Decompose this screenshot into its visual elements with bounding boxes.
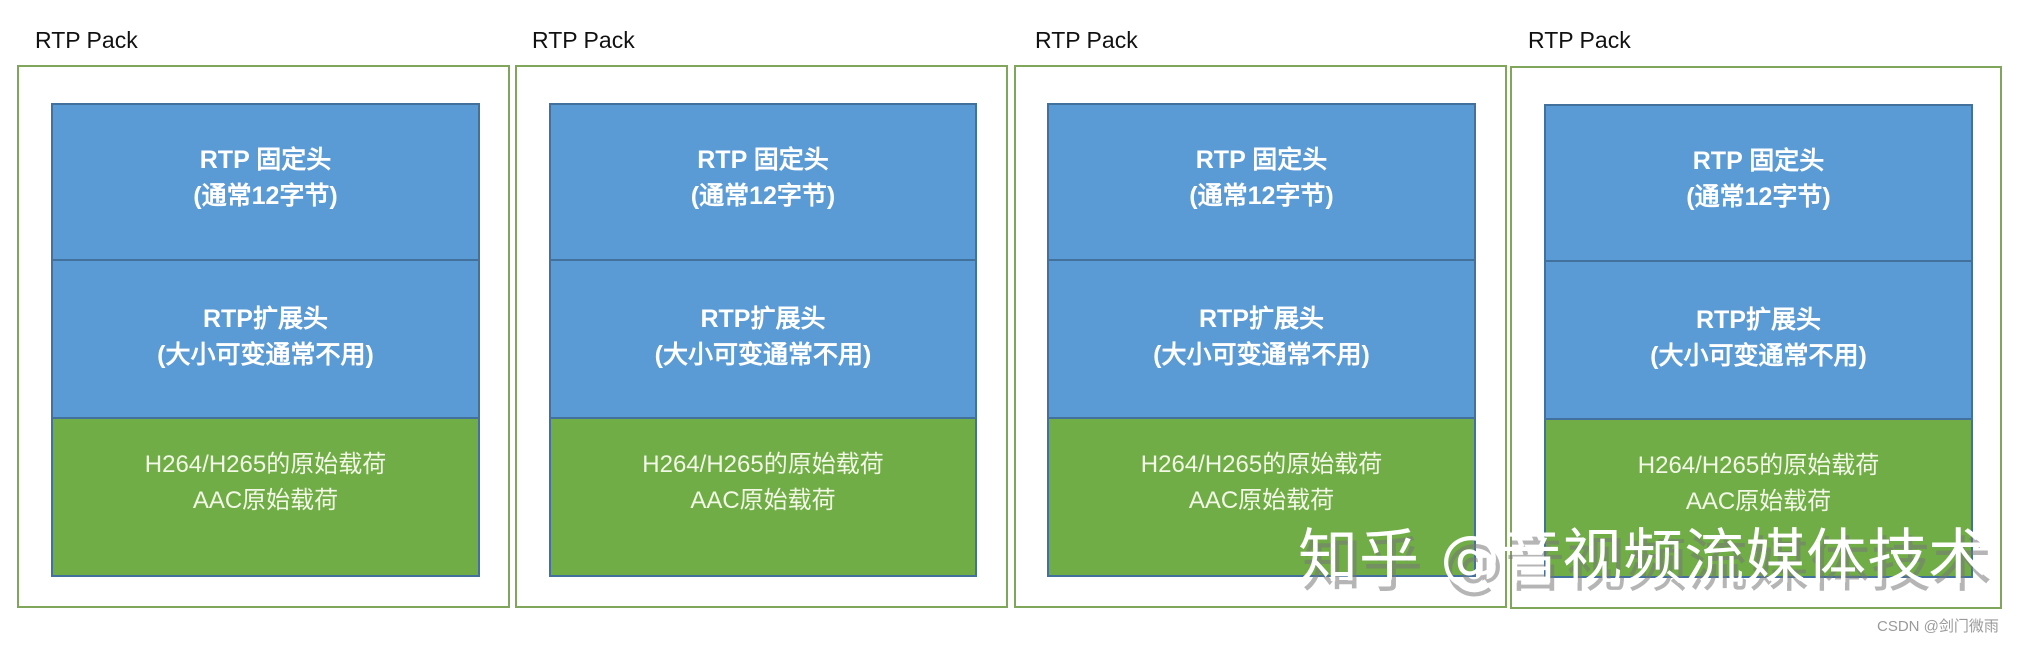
zhihu-watermark: 知乎 @音视频流媒体技术 [1298,523,1990,593]
fixed-header-size-note: (通常12字节) [1189,182,1334,210]
extension-header-label: RTP扩展头 [202,305,328,333]
rtp-pack-container [1510,66,2002,609]
rtp-payload-block: H264/H265的原始载荷 AAC原始载荷 [1546,420,1971,576]
payload-audio-label: AAC原始载荷 [192,487,339,514]
rtp-extension-header-block: RTP扩展头 (大小可变通常不用) [551,261,975,419]
rtp-fixed-header-block: RTP 固定头 (通常12字节) [53,105,478,261]
rtp-packet-stack: RTP 固定头 (通常12字节) RTP扩展头 (大小可变通常不用) H264/… [1047,103,1476,577]
rtp-extension-header-block: RTP扩展头 (大小可变通常不用) [53,261,478,419]
fixed-header-label: RTP 固定头 [1692,147,1825,175]
rtp-payload-block: H264/H265的原始载荷 AAC原始载荷 [551,419,975,575]
payload-audio-label: AAC原始载荷 [1685,488,1832,515]
extension-header-note: (大小可变通常不用) [157,341,374,369]
extension-header-note: (大小可变通常不用) [654,341,872,369]
fixed-header-label: RTP 固定头 [199,146,332,174]
payload-audio-label: AAC原始载荷 [690,487,836,514]
rtp-pack-container [515,65,1008,608]
payload-audio-label: AAC原始载荷 [1188,487,1335,514]
rtp-extension-header-block: RTP扩展头 (大小可变通常不用) [1049,261,1474,419]
rtp-pack-container [17,65,510,608]
extension-header-note: (大小可变通常不用) [1650,342,1867,370]
fixed-header-size-note: (通常12字节) [690,182,836,210]
extension-header-note: (大小可变通常不用) [1153,341,1370,369]
pack-title: RTP Pack [35,27,138,53]
pack-title: RTP Pack [1035,27,1138,53]
rtp-extension-header-block: RTP扩展头 (大小可变通常不用) [1546,262,1971,420]
extension-header-label: RTP扩展头 [700,305,826,333]
pack-title: RTP Pack [1528,27,1631,53]
rtp-fixed-header-block: RTP 固定头 (通常12字节) [1049,105,1474,261]
payload-video-label: H264/H265的原始载荷 [642,451,884,478]
csdn-watermark: CSDN @剑门微雨 [1877,618,1999,635]
payload-video-label: H264/H265的原始载荷 [1140,451,1383,478]
fixed-header-size-note: (通常12字节) [1686,183,1831,211]
rtp-packet-stack: RTP 固定头 (通常12字节) RTP扩展头 (大小可变通常不用) H264/… [549,103,977,577]
fixed-header-label: RTP 固定头 [697,146,829,174]
pack-title: RTP Pack [532,27,635,53]
rtp-fixed-header-block: RTP 固定头 (通常12字节) [551,105,975,261]
rtp-payload-block: H264/H265的原始载荷 AAC原始载荷 [53,419,478,575]
rtp-packet-stack: RTP 固定头 (通常12字节) RTP扩展头 (大小可变通常不用) H264/… [1544,104,1973,578]
fixed-header-size-note: (通常12字节) [193,182,338,210]
payload-video-label: H264/H265的原始载荷 [144,451,387,478]
extension-header-label: RTP扩展头 [1198,305,1324,333]
rtp-pack-container [1014,65,1507,608]
extension-header-label: RTP扩展头 [1695,306,1821,334]
fixed-header-label: RTP 固定头 [1195,146,1328,174]
rtp-fixed-header-block: RTP 固定头 (通常12字节) [1546,106,1971,262]
payload-video-label: H264/H265的原始载荷 [1637,452,1880,479]
rtp-packet-stack: RTP 固定头 (通常12字节) RTP扩展头 (大小可变通常不用) H264/… [51,103,480,577]
rtp-payload-block: H264/H265的原始载荷 AAC原始载荷 [1049,419,1474,575]
